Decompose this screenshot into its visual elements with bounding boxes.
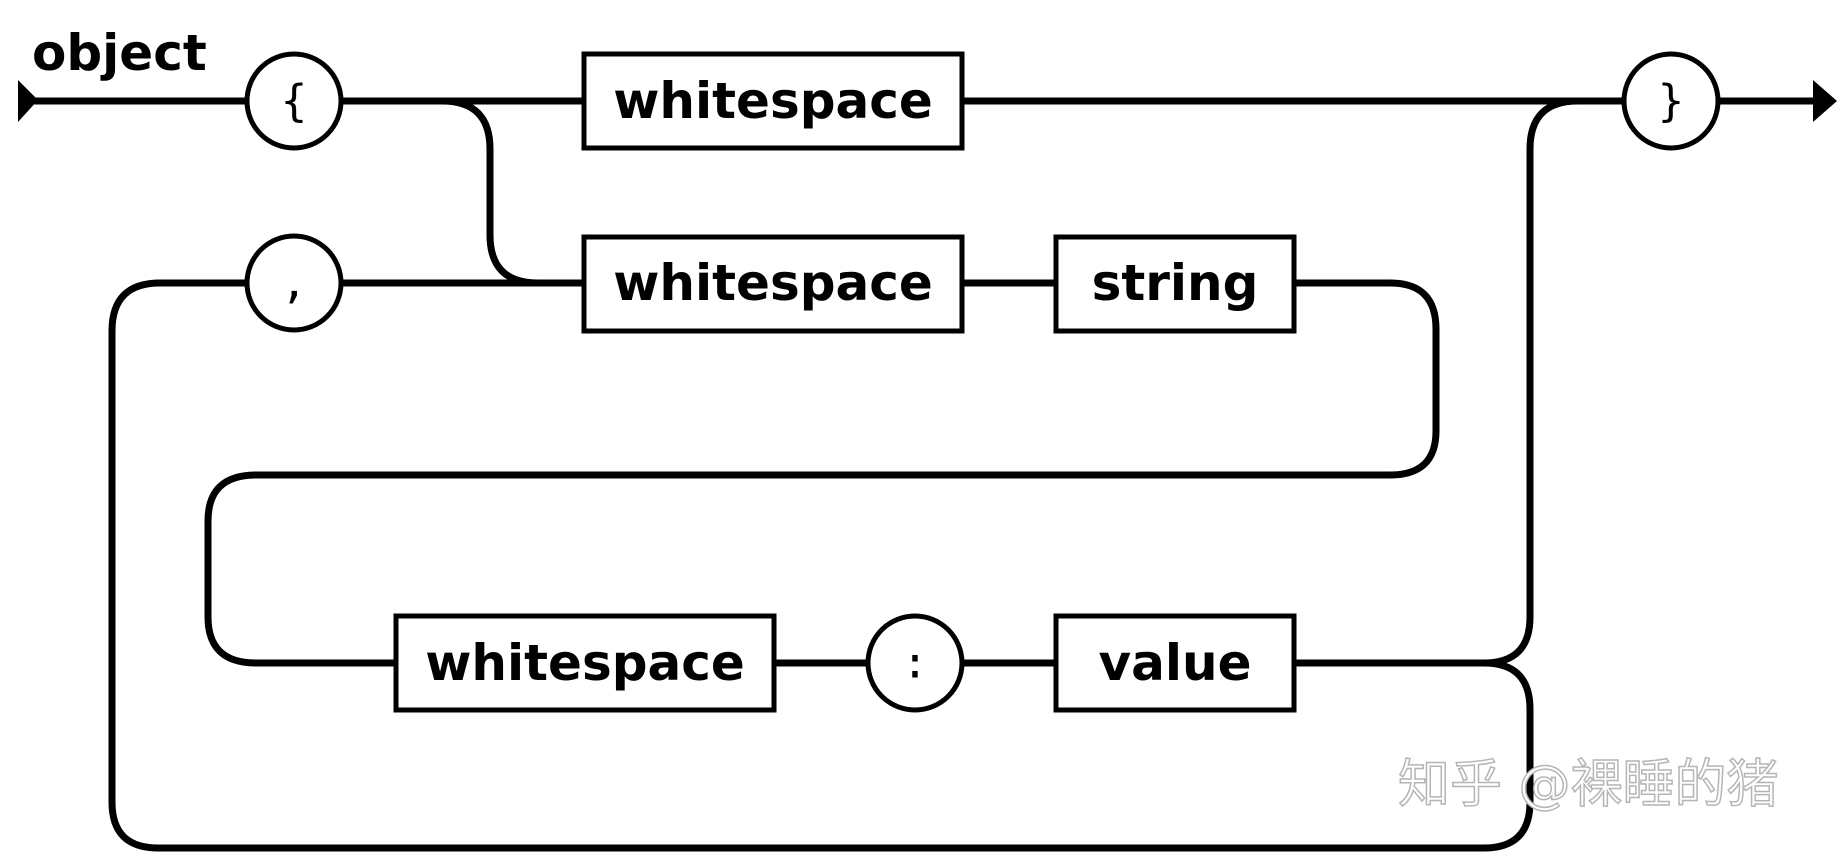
open-brace-label: { xyxy=(281,76,308,127)
whitespace-label-top: whitespace xyxy=(613,72,933,130)
close-brace-label: } xyxy=(1658,76,1685,127)
comma-terminal xyxy=(244,233,344,333)
colon-terminal xyxy=(865,613,965,713)
whitespace-label-key: whitespace xyxy=(613,254,933,312)
comma-loop-track xyxy=(108,279,1534,852)
diagram-title: object xyxy=(32,24,207,82)
whitespace-box-top xyxy=(581,51,965,151)
comma-label: , xyxy=(281,258,308,309)
exit-arrow-icon xyxy=(1813,80,1837,122)
watermark-text: 知乎 @裸睡的猪 xyxy=(1398,755,1779,815)
string-box xyxy=(1053,234,1297,334)
colon-label: : xyxy=(902,638,929,689)
whitespace-label-value: whitespace xyxy=(425,634,745,692)
value-box xyxy=(1053,613,1297,713)
string-label: string xyxy=(1092,254,1259,312)
open-brace-terminal xyxy=(244,51,344,151)
key-branch-track xyxy=(441,97,584,287)
value-label: value xyxy=(1099,634,1252,692)
whitespace-box-value xyxy=(393,613,777,713)
close-brace-terminal xyxy=(1621,51,1721,151)
value-exit-track xyxy=(1294,97,1579,667)
serpentine-track xyxy=(204,279,1440,667)
whitespace-box-key xyxy=(581,234,965,334)
